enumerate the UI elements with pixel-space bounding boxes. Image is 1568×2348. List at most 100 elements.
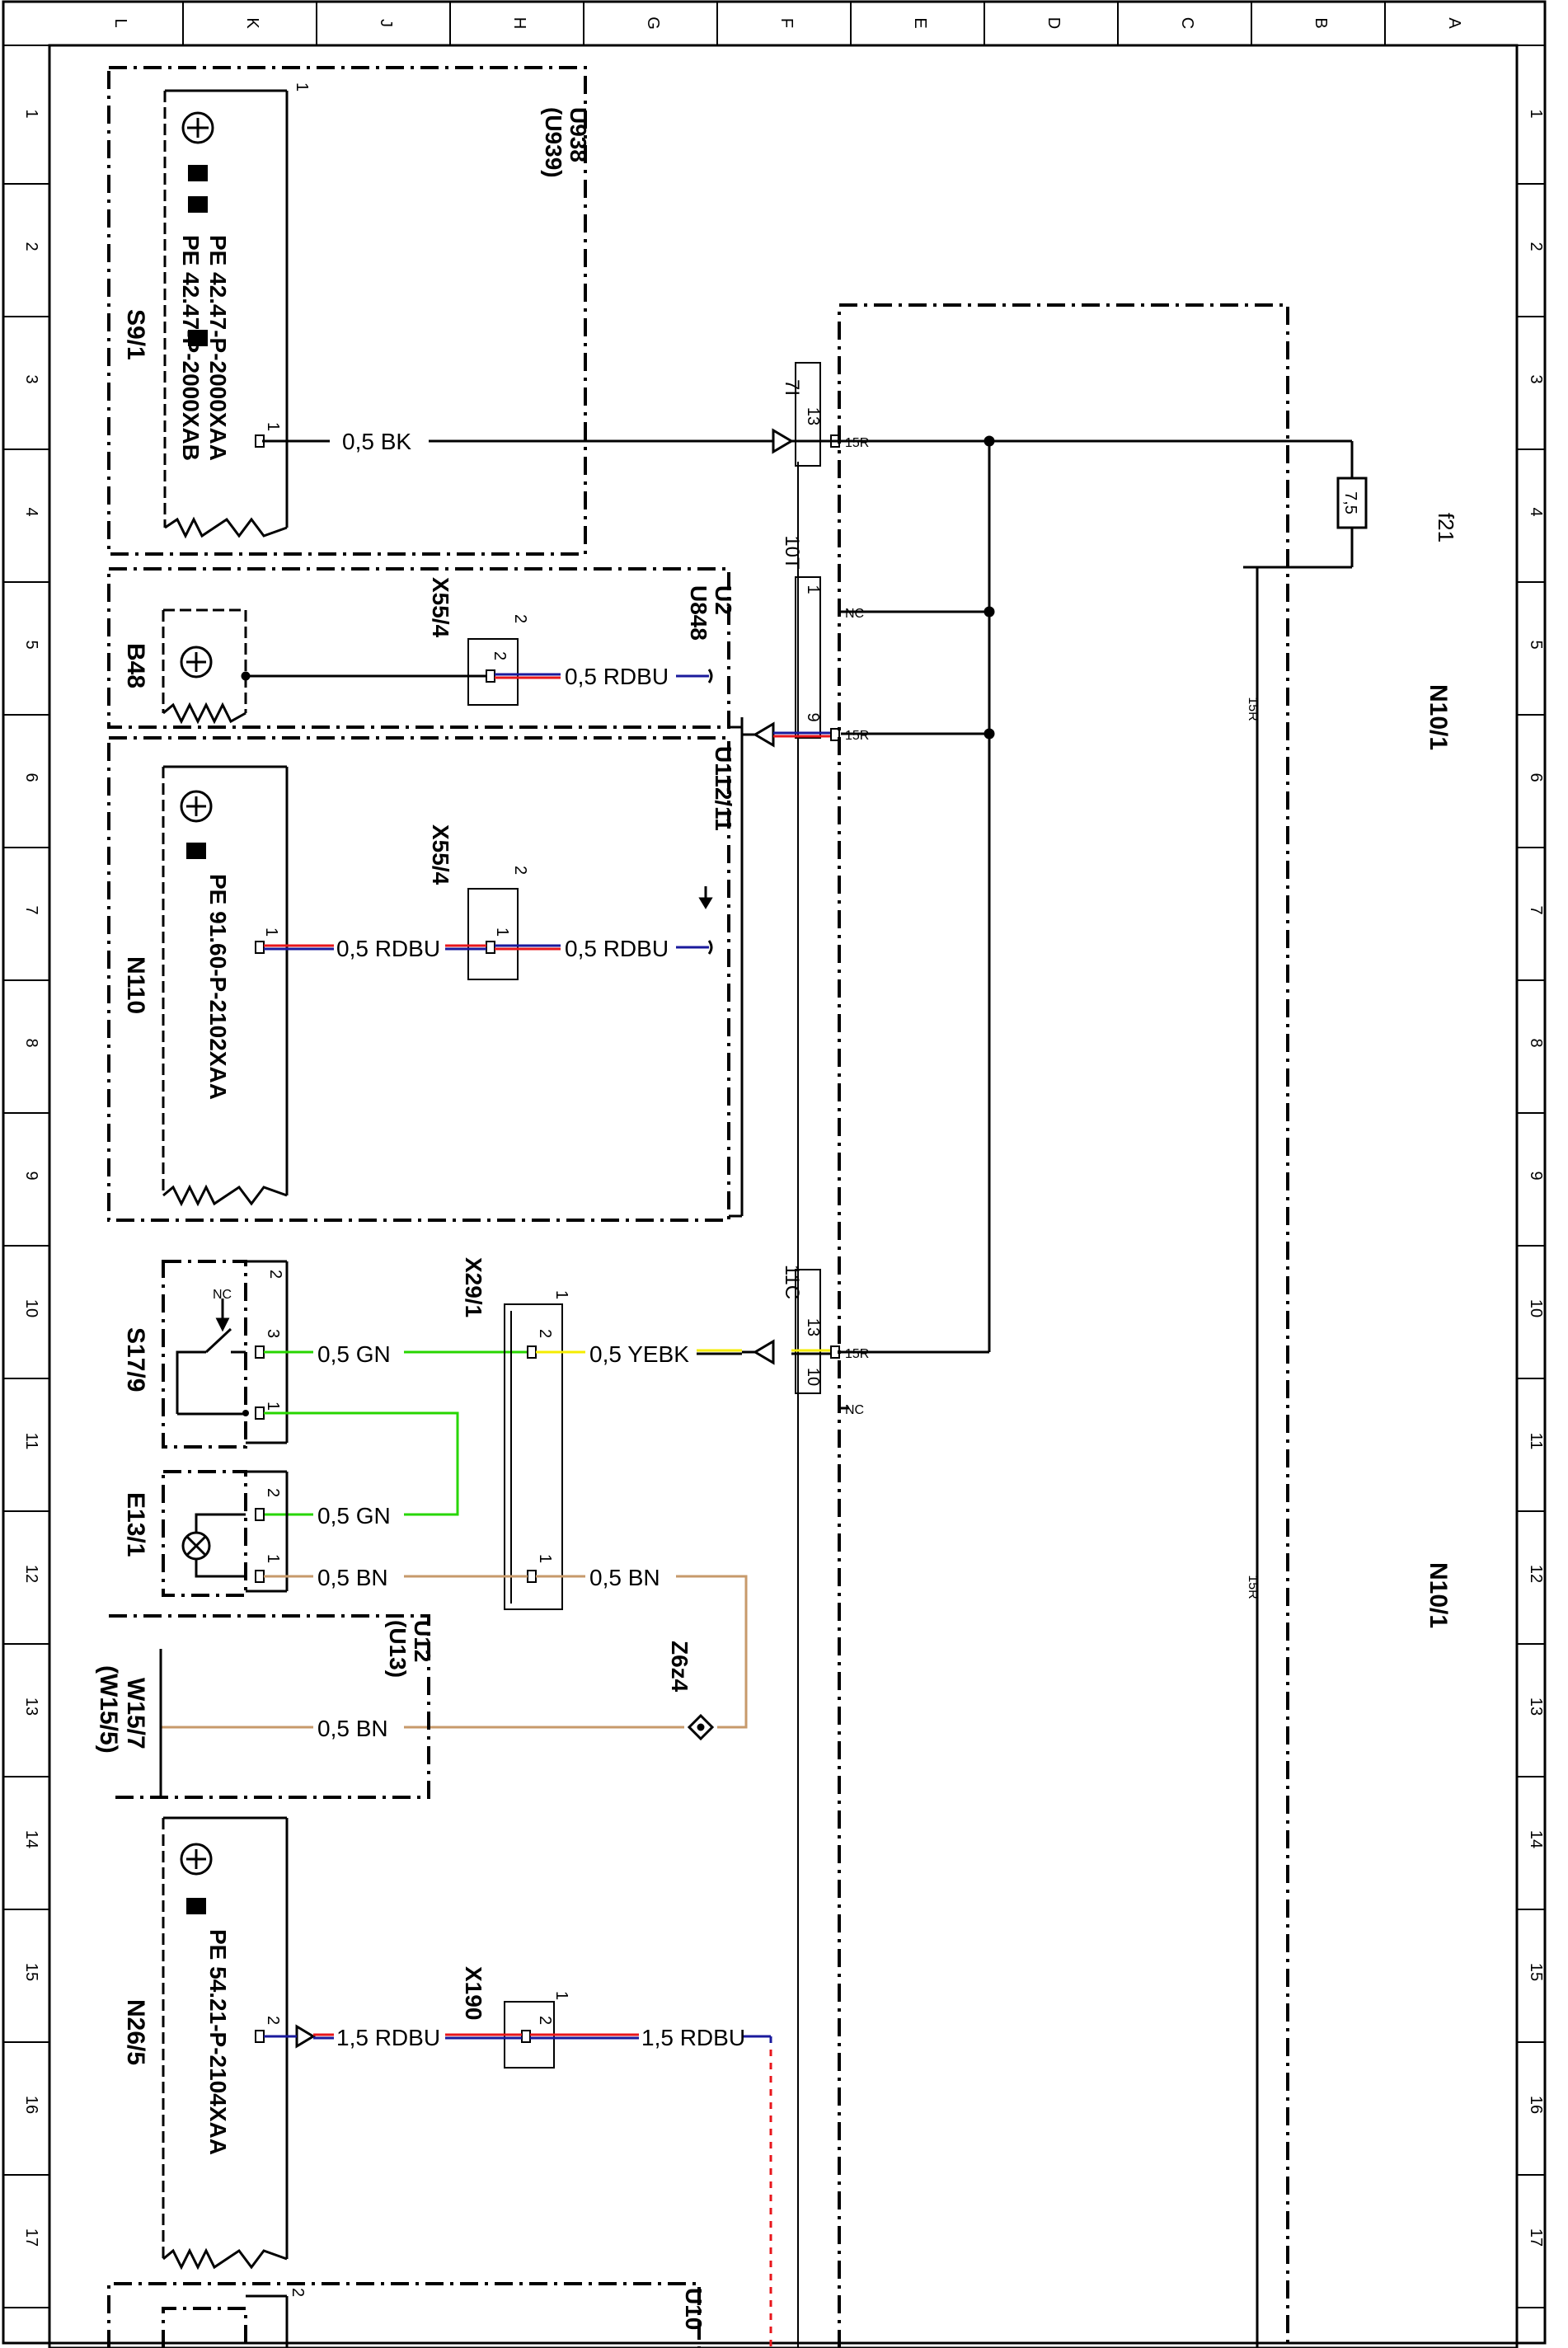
terminal-label: 15R (845, 436, 869, 450)
component-label: (W15/5) (95, 1665, 122, 1754)
u938-box (107, 66, 587, 556)
component-label: S17/9 (122, 1327, 149, 1392)
lamp-icon (181, 1470, 289, 1593)
row-label: 6 (22, 772, 40, 782)
pin-label: 13 (804, 1318, 822, 1336)
module-label: U2 (711, 585, 736, 615)
row-label: 12 (1527, 1565, 1545, 1583)
pin-label: 2 (491, 651, 509, 660)
row-label: 8 (22, 1038, 40, 1047)
module-label: (U939) (541, 107, 566, 178)
row-label: 10 (22, 1299, 40, 1317)
row-label: 1 (22, 109, 40, 118)
row-label: 1 (1527, 109, 1545, 118)
s9-1-box (163, 89, 289, 539)
fuse-value: 7,5 (1341, 491, 1359, 514)
row-label: 16 (22, 2096, 40, 2114)
pin-label: 1 (493, 927, 511, 937)
pin-label: 2 (266, 1270, 284, 1279)
component-label: S9/1 (122, 309, 149, 360)
row-label: 13 (1527, 1698, 1545, 1716)
sensor-icon (181, 111, 214, 144)
row-label: 16 (1527, 2096, 1545, 2114)
bus-label: 15R (1246, 1575, 1260, 1599)
pin-label: 1 (264, 1402, 282, 1411)
connector-label: 11C (781, 1265, 803, 1299)
pin-label: 1 (293, 82, 311, 92)
reference-label: PE 91.60-P-2102XAA (205, 874, 231, 1100)
row-label: 13 (22, 1698, 40, 1716)
pin-label: 1 (264, 1554, 282, 1563)
sensor-icon (180, 646, 213, 679)
wire-label: 0,5 BN (589, 1565, 660, 1590)
row-label: 9 (1527, 1171, 1545, 1180)
row-label: 15 (1527, 1963, 1545, 1981)
connector-label: 10T (781, 535, 803, 570)
pin-label: 2 (536, 2016, 554, 2025)
connector-label: X29/1 (461, 1257, 486, 1317)
u2-box (107, 567, 730, 729)
row-label: 10 (1527, 1299, 1545, 1317)
u112-box (107, 736, 730, 1222)
bus-label: 15R (1246, 697, 1260, 721)
pin-label: 2 (536, 1329, 554, 1338)
pin-label: 1 (804, 585, 822, 594)
row-label: 14 (22, 1830, 40, 1848)
power-rail (841, 435, 1368, 2348)
wire-label: 0,5 RDBU (336, 936, 440, 961)
terminal-label: NC (213, 1288, 232, 1302)
row-label: 4 (22, 507, 40, 516)
module-label: U10 (681, 2288, 707, 2330)
row-label: 17 (1527, 2228, 1545, 2247)
document-icon (186, 843, 206, 859)
splice-label: Z6z4 (667, 1641, 692, 1693)
terminal-label: NC (845, 607, 864, 621)
col-label: B (1312, 17, 1330, 28)
sensor-icon (180, 1843, 213, 1876)
col-label: G (644, 16, 662, 30)
pin-label: 2 (289, 2288, 307, 2297)
wire-label: 0,5 GN (317, 1341, 391, 1367)
splice-icon (687, 1713, 715, 1741)
row-label: 9 (22, 1171, 40, 1180)
row-label: 15 (22, 1963, 40, 1981)
row-label: 12 (22, 1565, 40, 1583)
row-label: 3 (22, 374, 40, 383)
row-label: 2 (1527, 242, 1545, 251)
component-label: N26/5 (122, 1999, 149, 2065)
connector-label: X55/4 (428, 824, 453, 885)
wire-label: 0,5 BN (317, 1716, 388, 1741)
row-label: 3 (1527, 374, 1545, 383)
col-label: A (1445, 17, 1463, 29)
sensor-icon (180, 790, 213, 823)
reference-label: PE 42.47-P-2000XAA (205, 235, 231, 461)
wire-label: 0,5 GN (317, 1503, 391, 1529)
wire-label: 1,5 RDBU (336, 2025, 440, 2050)
x29-1-connector (504, 1303, 563, 1610)
col-label: K (243, 17, 261, 29)
col-label: H (510, 17, 528, 29)
pin-label: 1 (536, 1554, 554, 1563)
pin-label: 2 (511, 866, 529, 875)
wire-label: 0,5 YEBK (589, 1341, 689, 1367)
wire-label: 0,5 BK (342, 429, 411, 454)
component-label: B48 (122, 643, 149, 688)
row-label: 4 (1527, 507, 1545, 516)
pin-label: 2 (264, 1488, 282, 1497)
row-label: 8 (1527, 1038, 1545, 1047)
pin-label: 3 (264, 1329, 282, 1338)
connector-label: X55/4 (428, 577, 453, 638)
row-label: 17 (22, 2228, 40, 2247)
col-label: C (1178, 17, 1196, 29)
row-label: 11 (22, 1433, 40, 1450)
row-label: 5 (22, 640, 40, 649)
reference-label: PE 42.47-P-2000XAB (178, 235, 204, 461)
row-label: 7 (1527, 905, 1545, 914)
pin-label: 2 (511, 614, 529, 623)
col-label: L (111, 18, 129, 27)
component-label: E13/1 (122, 1492, 149, 1557)
pin-label: 1 (264, 422, 282, 431)
document-icon (188, 165, 208, 346)
n10-1-boundary (838, 303, 1289, 2348)
